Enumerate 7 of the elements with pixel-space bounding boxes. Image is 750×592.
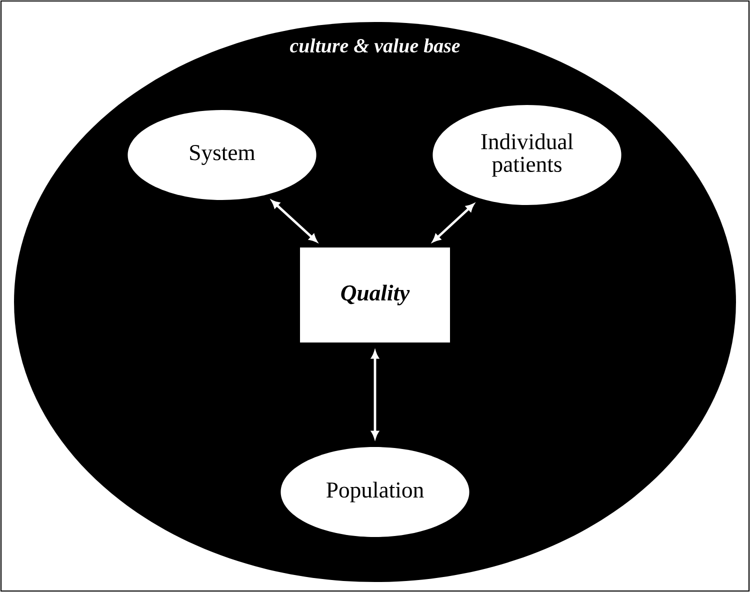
ellipse-node: Individual patients (432, 105, 622, 205)
arrow (432, 204, 474, 242)
rectangle-node: Quality (300, 248, 450, 342)
ellipse-node: Population (280, 447, 470, 537)
arrow (272, 200, 318, 242)
ellipse-node: System (128, 110, 316, 200)
arrow (371, 350, 379, 439)
